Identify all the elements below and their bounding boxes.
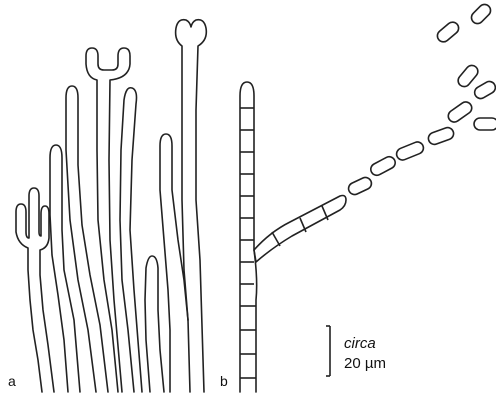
heart-tip-hypha-outline: [176, 20, 207, 392]
panel-a-label: a: [8, 373, 16, 389]
scale-bar: circa 20 µm: [326, 326, 386, 376]
conidium: [435, 20, 461, 45]
branch-hypha-outline: [254, 196, 346, 263]
conidia-chain: [347, 2, 496, 197]
conidium: [427, 126, 456, 146]
hypha-outline-6: [188, 320, 190, 392]
conidium: [369, 155, 398, 178]
hypha-outline-3: [120, 88, 142, 392]
panel-b-drawing: [240, 2, 496, 392]
septate-hypha-outline: [240, 82, 257, 392]
scale-bar-caption-line2: 20 µm: [344, 355, 386, 372]
hypha-outline-1: [50, 145, 80, 392]
forked-hypha-outline: [16, 188, 54, 392]
conidium: [472, 79, 496, 100]
conidium: [469, 2, 493, 26]
conidium: [347, 175, 374, 196]
hypha-outline-4: [145, 256, 164, 392]
conidium: [474, 118, 496, 130]
conidium: [456, 63, 481, 89]
conidium: [395, 140, 425, 162]
panel-a-drawing: [16, 20, 206, 392]
hypha-outline-2: [66, 86, 108, 392]
conidium: [446, 100, 474, 125]
panel-b-label: b: [220, 373, 228, 389]
scale-bar-caption-line1: circa: [344, 335, 376, 352]
